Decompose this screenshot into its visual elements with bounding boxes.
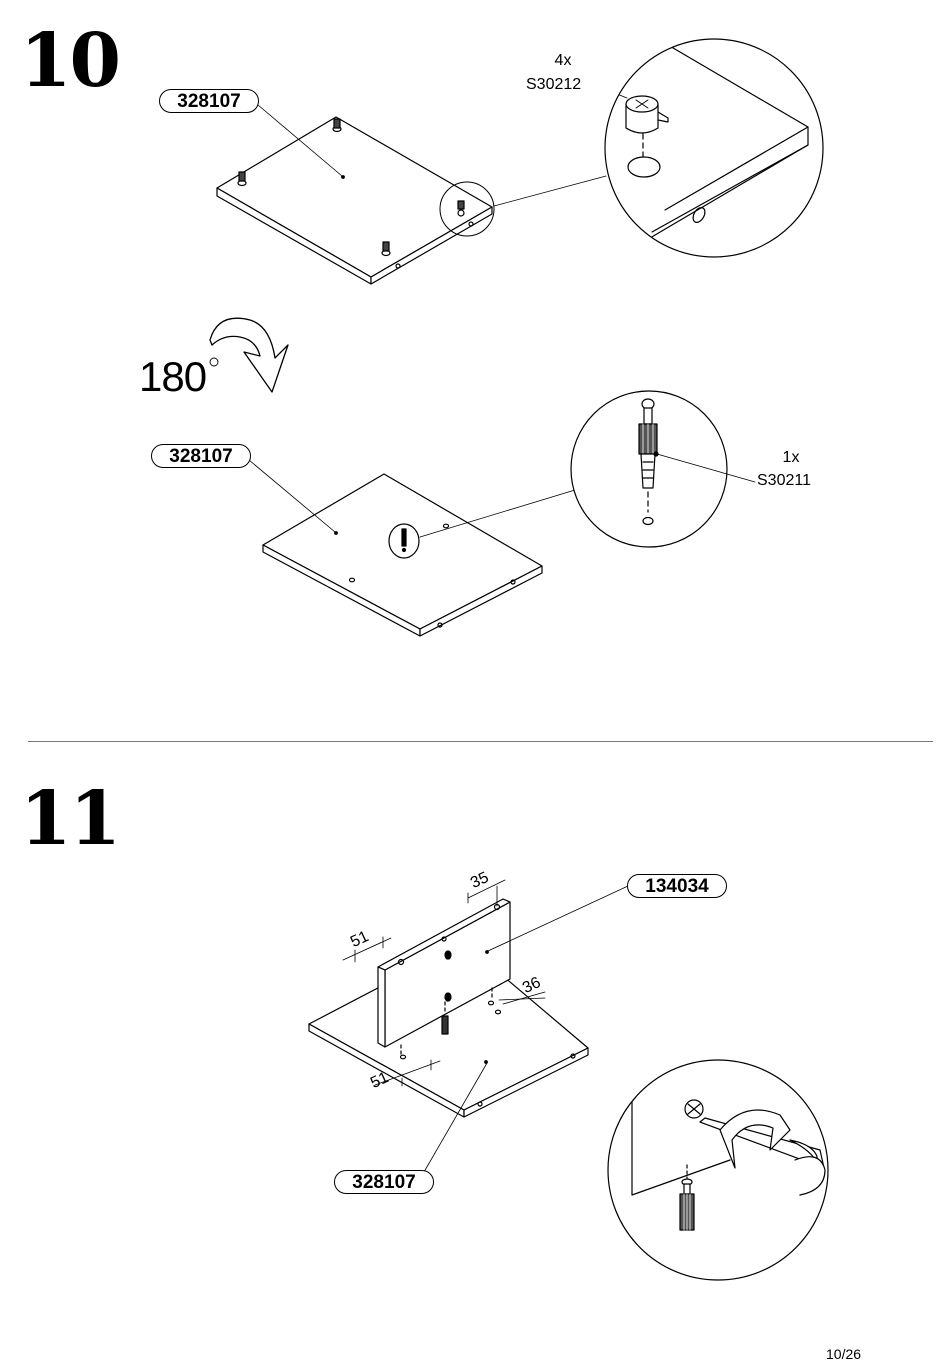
step-divider	[28, 741, 933, 742]
part-label-328107-step11: 328107	[334, 1170, 434, 1194]
part-label-328107-bottom: 328107	[151, 444, 251, 468]
degree-icon	[209, 357, 219, 367]
page-number: 10/26	[826, 1346, 862, 1362]
rotation-value: 180	[139, 353, 207, 400]
panel-328107-bottom	[262, 473, 543, 637]
detail-dowel	[570, 390, 756, 548]
hardware-code-dowel: S30211	[757, 472, 811, 489]
step-number-11: 11	[20, 776, 121, 862]
step-number-10: 10	[20, 18, 121, 104]
cam-fittings	[237, 118, 465, 257]
dimension-lines	[342, 879, 546, 1087]
side-panel-134034	[377, 898, 511, 1055]
hardware-code-cam: S30212	[526, 76, 582, 93]
rotate-arrow-icon	[209, 317, 289, 393]
part-label-328107-top: 328107	[159, 89, 259, 113]
part-label-134034: 134034	[627, 874, 727, 898]
leader-328107-top	[257, 104, 343, 177]
detail-screwdriver	[607, 1059, 829, 1281]
hardware-qty-cam: 4x	[554, 52, 572, 69]
hardware-qty-dowel: 1x	[782, 449, 800, 466]
detail-cam-fitting	[604, 38, 824, 258]
panel-328107-top	[216, 116, 493, 285]
detail-marker-circle	[439, 181, 495, 237]
